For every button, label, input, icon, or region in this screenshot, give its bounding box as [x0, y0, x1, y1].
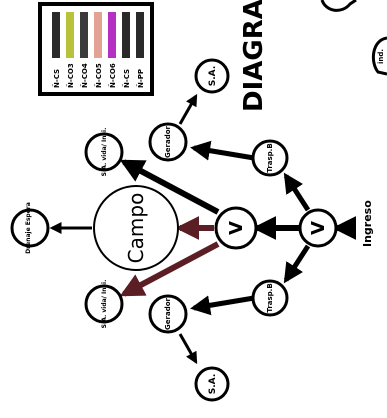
corner-node-label: ind. — [377, 49, 385, 64]
sa-bottom-node — [194, 366, 230, 402]
sa-top-node — [194, 58, 230, 94]
legend-label-6: Ñ-CS — [122, 69, 131, 88]
gerador-top-node — [148, 122, 188, 162]
valve-field-label: V — [226, 221, 247, 235]
trasp-top-label: Trasp.B — [266, 143, 274, 172]
legend-labels: Ñ-CS Ñ-CO3 Ñ-CO4 Ñ-CO5 Ñ-CO6 Ñ-CS Ñ-PP — [52, 63, 145, 88]
legend-label-4: Ñ-CO5 — [94, 63, 103, 88]
trasp-bottom-label: Trasp.B — [266, 283, 274, 312]
gerador-bottom-node — [148, 294, 188, 334]
diagram-title: DIAGRAM — [239, 0, 269, 112]
drainage-label: Drenaje Espera — [25, 202, 32, 254]
sa-small-top-label: S.A. vida/ Insi. — [101, 128, 108, 177]
legend-label-7: Ñ-PP — [136, 69, 145, 88]
sa-bottom-label: S.A. — [208, 374, 218, 394]
sa-small-bottom-label: S.A. vida/ Insi. — [101, 280, 108, 329]
campo-node — [93, 185, 179, 271]
sa-top-label: S.A. — [208, 66, 218, 86]
legend-bar-1 — [52, 12, 60, 58]
drainage-node — [10, 208, 50, 248]
trasp-top-node — [251, 139, 289, 177]
ingreso-label: Ingreso — [361, 200, 374, 247]
trasp-bottom-node — [251, 279, 289, 317]
legend-bar-6 — [122, 12, 130, 58]
arrow-gerador-to-sa-bottom — [178, 333, 198, 365]
legend-label-1: Ñ-CS — [52, 69, 61, 88]
gerador-bottom-label: Gerador — [164, 297, 172, 329]
campo-label: Campo — [124, 193, 148, 264]
sa-small-top-node — [84, 132, 124, 172]
legend-label-5: Ñ-CO6 — [108, 63, 117, 88]
arrow-trasp-to-gerador-bottom — [190, 295, 255, 316]
arrow-valve-to-sa-small-bottom — [119, 241, 220, 297]
legend-label-3: Ñ-CO4 — [80, 63, 89, 88]
arrow-valve-to-trasp-bottom — [283, 244, 311, 284]
legend-bar-4 — [94, 12, 102, 58]
valve-main-label: V — [308, 221, 329, 235]
valve-field-node — [214, 206, 258, 250]
arrow-valve-to-sa-small-top — [119, 159, 220, 215]
legend-label-2: Ñ-CO3 — [66, 63, 75, 88]
arrow-valve-to-trasp-top — [283, 172, 311, 212]
valve-main-node — [298, 208, 338, 248]
legend: Ñ-CS Ñ-CO3 Ñ-CO4 Ñ-CO5 Ñ-CO6 Ñ-CS Ñ-PP — [38, 2, 154, 96]
legend-bars — [52, 12, 144, 58]
legend-bar-3 — [80, 12, 88, 58]
connectors — [49, 93, 357, 365]
gerador-top-label: Gerador — [164, 125, 172, 157]
arrow-gerador-to-sa-top — [178, 93, 198, 125]
legend-bar-5 — [108, 12, 116, 58]
corner-shape: ind. — [320, 0, 387, 76]
arrow-trasp-to-gerador-top — [190, 140, 255, 161]
sa-small-bottom-node — [84, 284, 124, 324]
nodes: Ingreso V V Campo Drenaje Espera Trasp.B… — [10, 58, 374, 402]
legend-bar-7 — [136, 12, 144, 58]
legend-bar-2 — [66, 12, 74, 58]
